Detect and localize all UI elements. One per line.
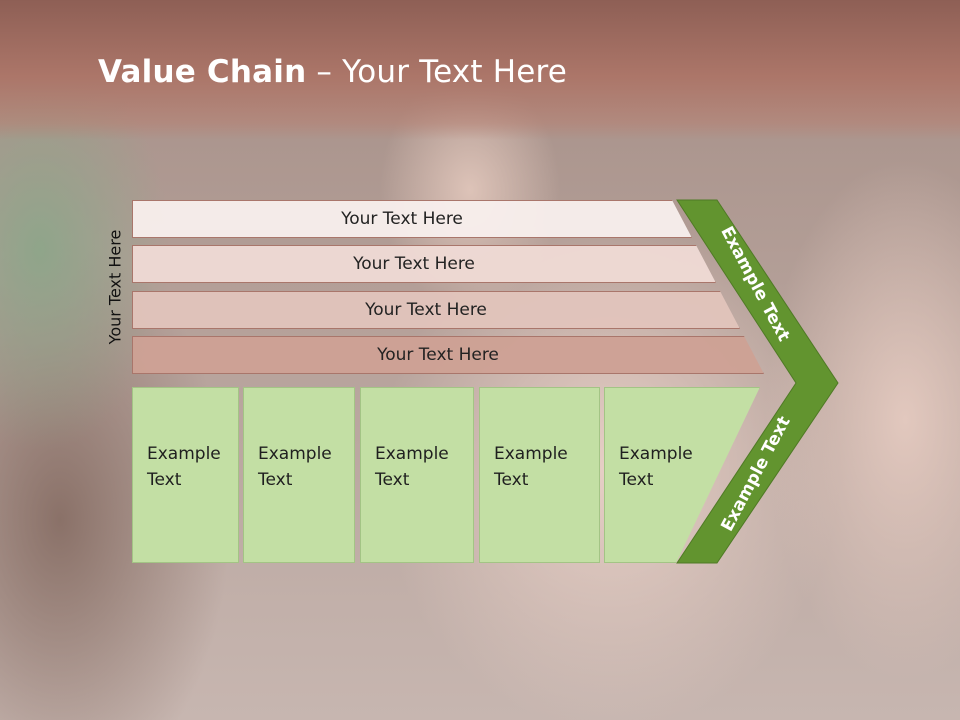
row-4[interactable]: Your Text Here [132, 336, 764, 374]
header-band [0, 0, 960, 140]
box-label: Example Text [619, 444, 693, 490]
row-label: Your Text Here [377, 345, 499, 365]
chevron-shape [676, 199, 839, 564]
box-label: Example Text [147, 444, 221, 490]
slide-title[interactable]: Value Chain – Your Text Here [98, 54, 567, 90]
activity-box-3[interactable]: Example Text [360, 387, 474, 563]
row-label: Your Text Here [365, 300, 487, 320]
row-1[interactable]: Your Text Here [132, 200, 692, 238]
title-bold: Value Chain [98, 54, 307, 90]
row-label: Your Text Here [353, 254, 475, 274]
box-label: Example Text [258, 444, 332, 490]
row-3[interactable]: Your Text Here [132, 291, 740, 329]
activity-box-1[interactable]: Example Text [132, 387, 239, 563]
row-label: Your Text Here [341, 209, 463, 229]
title-rest: – Your Text Here [306, 54, 568, 90]
activity-box-2[interactable]: Example Text [243, 387, 355, 563]
activity-box-4[interactable]: Example Text [479, 387, 600, 563]
row-2[interactable]: Your Text Here [132, 245, 716, 283]
box-label: Example Text [494, 444, 568, 490]
box-label: Example Text [375, 444, 449, 490]
